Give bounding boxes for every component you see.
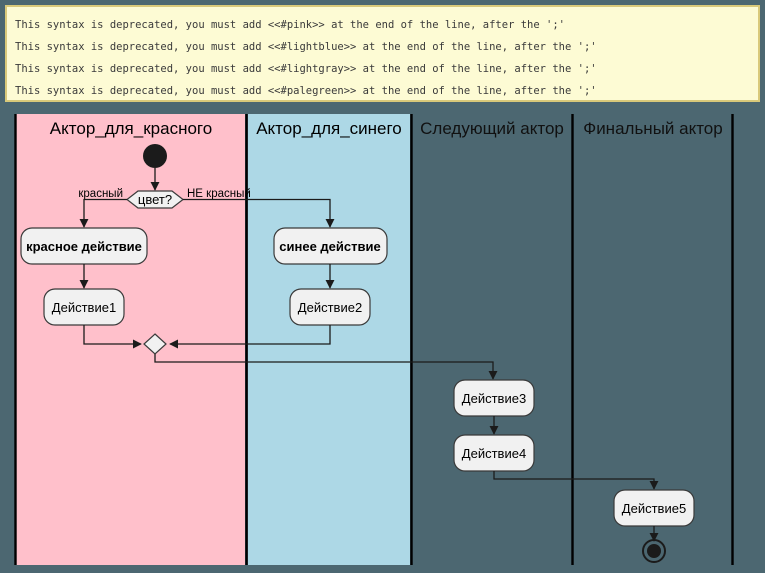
flow-action1-to-merge [83,325,142,349]
lane-title-blue: Актор_для_синего [256,119,402,138]
flow-decision-to-blue-action [183,198,335,228]
flow-merge-to-action3 [154,354,498,380]
action3-label: Действие3 [462,391,526,406]
activity-diagram: Актор_для_красного Актор_для_синего След… [0,108,765,573]
branch-label-true: красный [78,188,123,200]
action1-label: Действие1 [52,300,116,315]
lane-background-blue [248,114,410,565]
action4-label: Действие4 [462,446,526,461]
action5-label: Действие5 [622,501,686,516]
warning-line: This syntax is deprecated, you must add … [15,41,597,53]
deprecated-syntax-warning-box: This syntax is deprecated, you must add … [5,5,760,102]
branch-label-false: НЕ красный [187,188,251,200]
action-red-label: красное действие [26,239,142,254]
end-node-ring [642,539,666,563]
lane-background-red [16,114,245,565]
lane-background-next [413,114,571,565]
lane-title-red: Актор_для_красного [50,119,212,138]
warning-line: This syntax is deprecated, you must add … [15,19,565,31]
flow-action2-to-merge [169,325,331,349]
start-node [143,144,167,168]
action-blue-label: синее действие [279,239,380,254]
flow-action4-to-action5 [493,471,659,490]
warning-line: This syntax is deprecated, you must add … [15,63,597,75]
lane-title-next: Следующий актор [420,119,564,138]
action2-label: Действие2 [298,300,362,315]
lane-title-final: Финальный актор [583,119,722,138]
warning-line: This syntax is deprecated, you must add … [15,85,597,97]
end-node-core [647,544,661,558]
decision-label: цвет? [138,192,172,207]
flow-decision-to-red-action [79,198,127,228]
